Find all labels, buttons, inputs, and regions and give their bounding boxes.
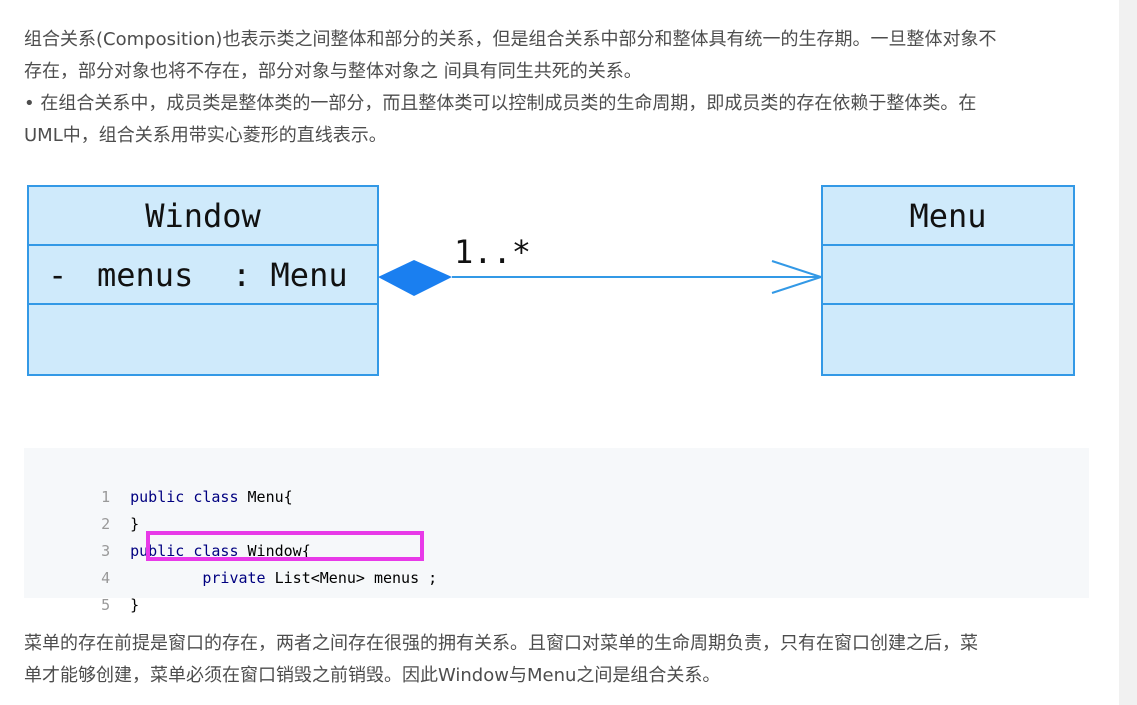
window-class-name: Window [145, 197, 261, 235]
code-indent [130, 569, 202, 587]
code-text: } [130, 515, 140, 533]
code-line: 1 public class Menu{ [24, 457, 293, 506]
line-number: 3 [101, 542, 111, 560]
window-class-attribute-compartment [27, 244, 379, 305]
line-number: 1 [101, 488, 111, 506]
highlight-annotation-box [146, 531, 424, 561]
code-text: List<Menu> menus ; [265, 569, 438, 587]
window-class-box: Window - menus : Menu [27, 185, 379, 376]
line-number: 4 [101, 569, 111, 587]
code-text: } [130, 596, 140, 614]
intro-line: 组合关系(Composition)也表示类之间整体和部分的关系，但是组合关系中部… [24, 29, 997, 50]
window-class-method-compartment [27, 303, 379, 376]
code-block: 1 public class Menu{ 2} 3 public class Win… [24, 448, 1089, 614]
uml-composition-diagram: Window - menus : Menu 1..* Menu [24, 178, 1084, 388]
composition-association: 1..* [378, 233, 825, 296]
intro-line: 存在，部分对象也将不存在，部分对象与整体对象之 间具有同生共死的关系。 [24, 61, 642, 82]
multiplicity-label: 1..* [454, 233, 531, 271]
outro-line: 菜单的存在前提是窗口的存在，两者之间存在很强的拥有关系。且窗口对菜单的生命周期负… [24, 633, 978, 654]
window-attribute-visibility: - [48, 256, 67, 294]
code-text: Menu{ [238, 488, 293, 506]
code-text: Window{ [238, 542, 311, 560]
composition-diamond [378, 260, 452, 296]
intro-line: • 在组合关系中，成员类是整体类的一部分，而且整体类可以控制成员类的生命周期，即… [24, 93, 977, 114]
outro-section: 菜单的存在前提是窗口的存在，两者之间存在很强的拥有关系。且窗口对菜单的生命周期负… [24, 628, 1094, 692]
menu-class-method-compartment [821, 303, 1075, 376]
vertical-scrollbar[interactable] [1119, 0, 1137, 705]
line-number: 5 [101, 596, 111, 614]
line-number: 2 [101, 515, 111, 533]
menu-class-name: Menu [909, 197, 986, 235]
intro-paragraph: 组合关系(Composition)也表示类之间整体和部分的关系，但是组合关系中部… [24, 24, 1092, 152]
uml-diagram-svg: Window - menus : Menu 1..* Menu [27, 185, 1075, 376]
window-class-name-compartment [27, 185, 379, 246]
code-keyword: private [202, 569, 266, 587]
window-attribute-name: menus [97, 256, 193, 294]
code-line: 5} [24, 565, 139, 614]
menu-class-box: Menu [821, 185, 1075, 376]
code-line: 3 public class Window{ [24, 511, 311, 560]
intro-line: UML中，组合关系用带实心菱形的直线表示。 [24, 125, 387, 146]
menu-class-attribute-compartment [821, 244, 1075, 305]
code-line: 2} [24, 484, 139, 533]
window-attribute-type: : Menu [232, 256, 348, 294]
article-body: 组合关系(Composition)也表示类之间整体和部分的关系，但是组合关系中部… [24, 24, 1092, 152]
outro-paragraph: 菜单的存在前提是窗口的存在，两者之间存在很强的拥有关系。且窗口对菜单的生命周期负… [24, 628, 1094, 692]
code-line: 4 private List<Menu> menus ; [24, 538, 437, 587]
outro-line: 单才能够创建，菜单必须在窗口销毁之前销毁。因此Window与Menu之间是组合关… [24, 665, 721, 686]
code-keyword: public class [130, 488, 239, 506]
code-keyword: public class [130, 542, 239, 560]
menu-class-name-compartment [821, 185, 1075, 246]
